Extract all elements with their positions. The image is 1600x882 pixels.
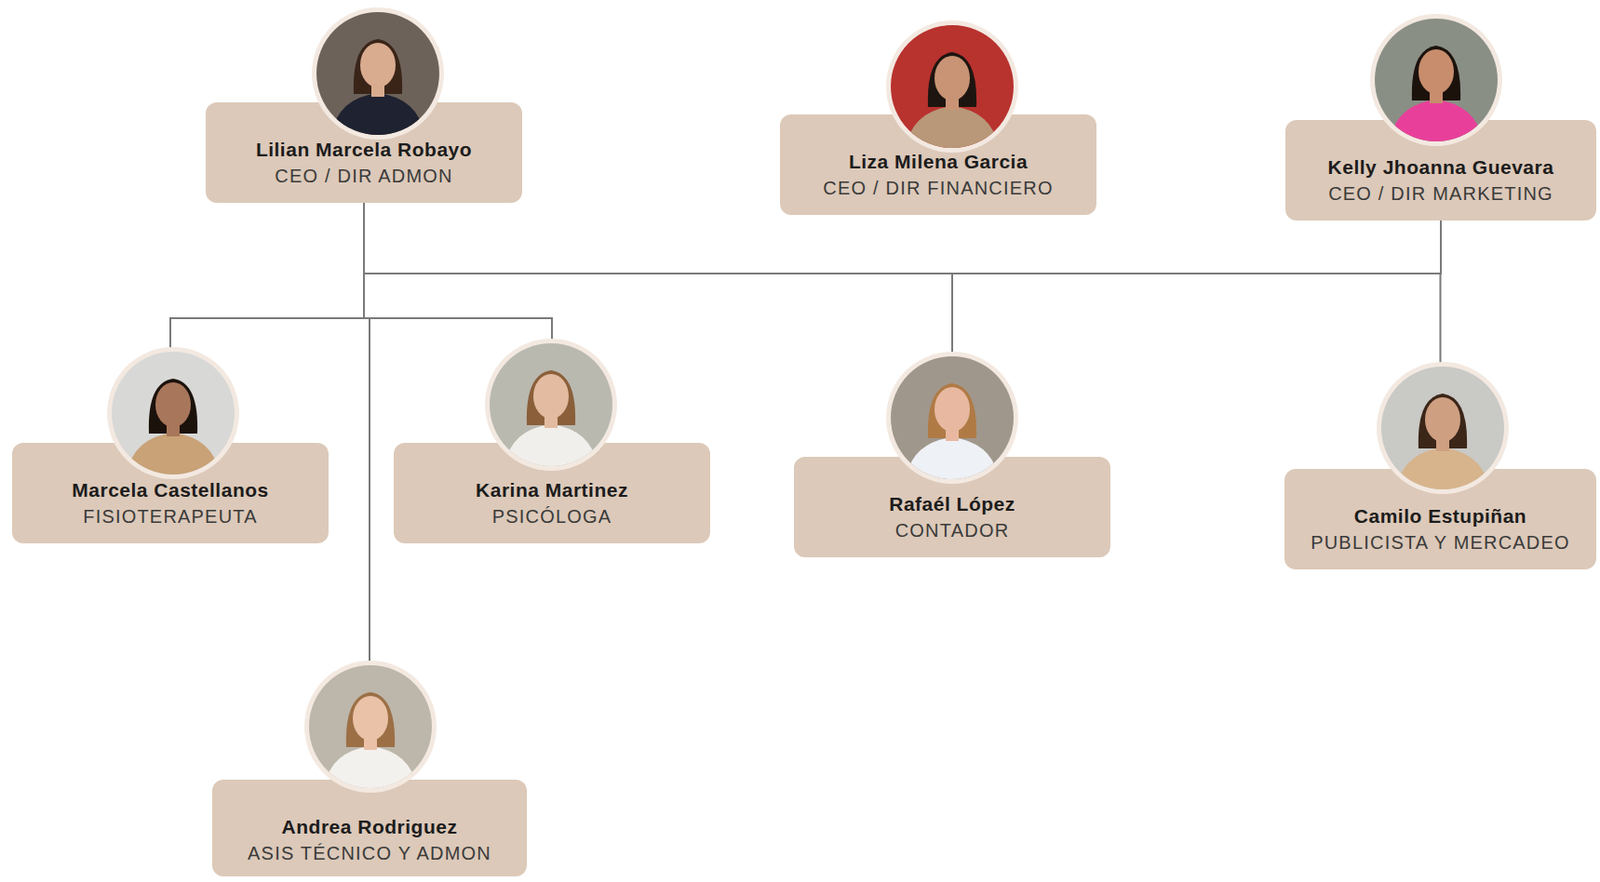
person-card: Liza Milena GarciaCEO / DIR FINANCIERO	[779, 114, 1097, 216]
portrait-photo	[483, 336, 619, 473]
portrait-photo	[105, 345, 242, 482]
job-title: ASIS TÉCNICO Y ADMON	[223, 839, 516, 868]
portrait-photo	[884, 349, 1021, 486]
portrait-photo	[1368, 12, 1505, 148]
portrait-photo	[302, 658, 439, 795]
person-card: Lilian Marcela RobayoCEO / DIR ADMON	[205, 102, 523, 203]
person-name: Andrea Rodriguez	[223, 815, 516, 840]
person-name: Karina Martinez	[404, 478, 700, 503]
person-name: Liza Milena Garcia	[791, 149, 1086, 175]
person-name: Lilian Marcela Robayo	[216, 137, 511, 162]
job-title: CEO / DIR ADMON	[216, 161, 511, 190]
person-card: Andrea RodriguezASIS TÉCNICO Y ADMON	[212, 779, 527, 877]
portrait-photo	[884, 18, 1021, 155]
org-connector	[952, 220, 1441, 458]
job-title: PUBLICISTA Y MERCADEO	[1295, 528, 1586, 557]
person-card: Camilo EstupiñanPUBLICISTA Y MERCADEO	[1284, 469, 1597, 570]
person-name: Kelly Jhoanna Guevara	[1296, 155, 1586, 180]
person-name: Marcela Castellanos	[23, 478, 318, 503]
org-connector	[363, 202, 953, 458]
person-name: Camilo Estupiñan	[1295, 504, 1586, 529]
person-name: Rafaél López	[805, 492, 1100, 517]
job-title: CONTADOR	[805, 516, 1100, 545]
person-card: Karina MartinezPSICÓLOGA	[393, 443, 711, 544]
person-card: Marcela CastellanosFISIOTERAPEUTA	[12, 443, 329, 544]
job-title: FISIOTERAPEUTA	[23, 502, 318, 531]
person-card: Rafaél LópezCONTADOR	[793, 457, 1111, 558]
job-title: PSICÓLOGA	[404, 502, 700, 531]
portrait-photo	[1374, 360, 1511, 497]
job-title: CEO / DIR FINANCIERO	[791, 174, 1086, 202]
job-title: CEO / DIR MARKETING	[1296, 179, 1586, 208]
person-card: Kelly Jhoanna GuevaraCEO / DIR MARKETING	[1285, 120, 1597, 221]
portrait-photo	[309, 5, 446, 142]
